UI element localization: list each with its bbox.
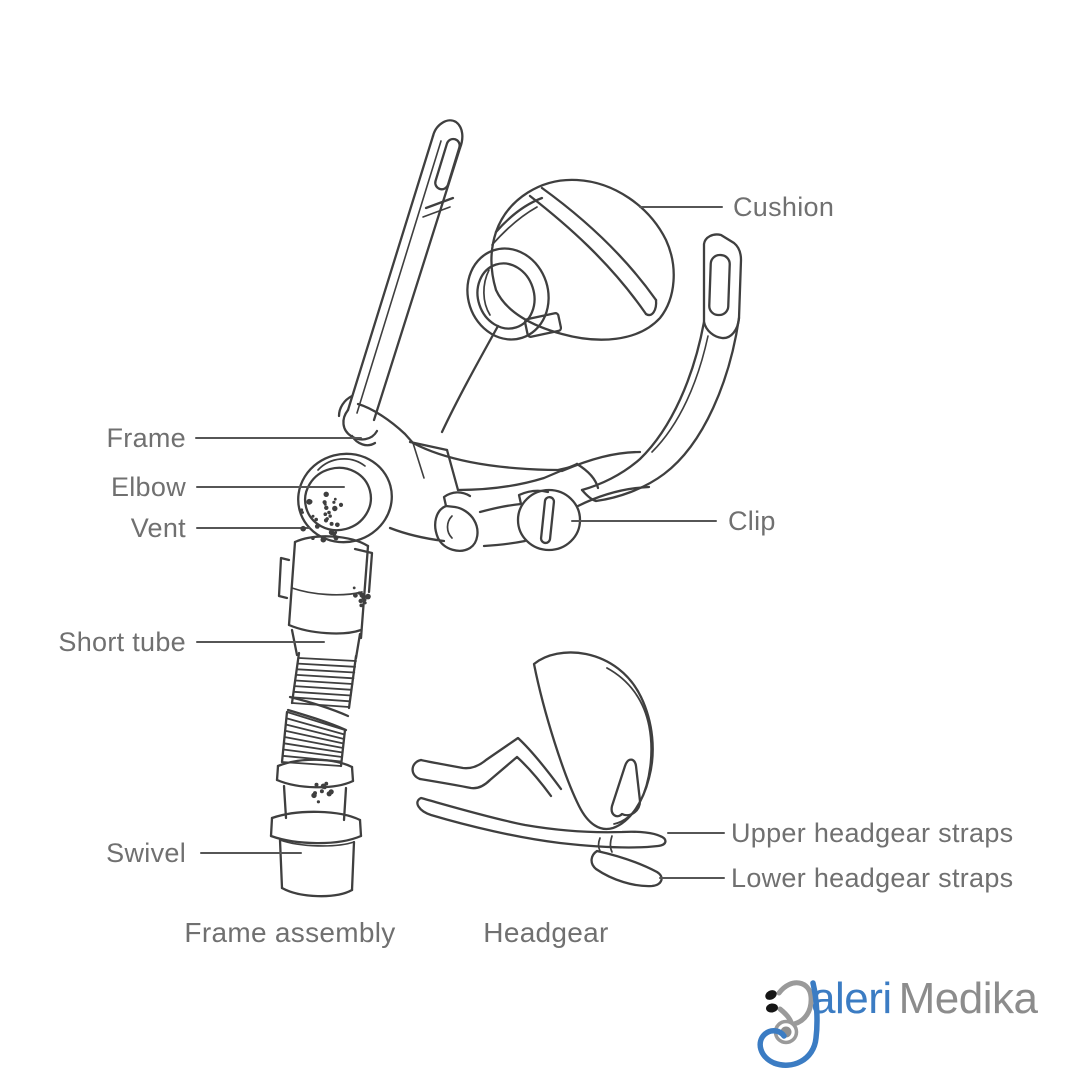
tube-corrugation-texture: [281, 657, 357, 767]
ear-tip-icon: [766, 1003, 778, 1013]
cushion-drawing: [440, 178, 675, 434]
short-tube-swivel-drawing: [269, 535, 374, 898]
caption-frame-assembly: Frame assembly: [184, 917, 396, 948]
label-lower-headgear-straps: Lower headgear straps: [731, 863, 1014, 893]
leader-lines: [195, 206, 725, 879]
logo-text-medika: Medika: [898, 974, 1038, 1023]
left-frame-arm-drawing: [337, 119, 464, 447]
galeri-medika-logo-glyph: [757, 980, 820, 1068]
label-elbow: Elbow: [110, 472, 186, 502]
headgear-drawing: [411, 651, 667, 888]
caption-headgear: Headgear: [483, 917, 609, 948]
label-short-tube: Short tube: [58, 627, 186, 657]
label-cushion: Cushion: [733, 192, 835, 222]
label-frame: Frame: [106, 423, 186, 453]
right-frame-arm-drawing: [580, 233, 743, 503]
label-upper-headgear-straps: Upper headgear straps: [731, 818, 1014, 848]
label-swivel: Swivel: [106, 838, 186, 868]
label-clip: Clip: [728, 506, 776, 536]
ear-tip-icon: [765, 990, 777, 1000]
logo-text-aleri: aleri: [811, 974, 892, 1023]
frame-elbow-clip-drawing: [297, 402, 651, 552]
label-vent: Vent: [130, 513, 186, 543]
vent-stipple-texture: [300, 491, 371, 804]
